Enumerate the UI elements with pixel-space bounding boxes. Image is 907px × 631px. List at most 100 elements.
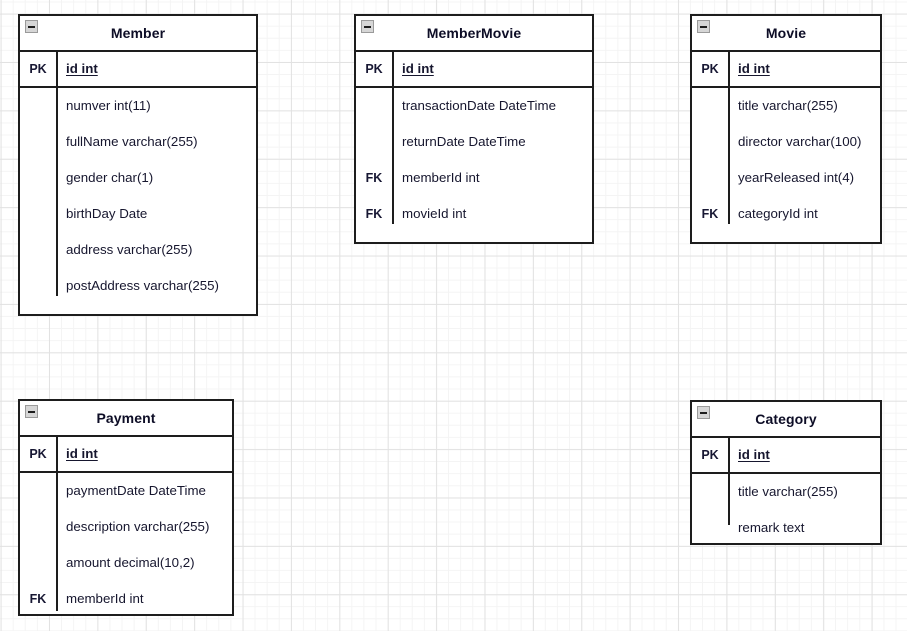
attribute-row[interactable]: director varchar(100) xyxy=(692,124,880,160)
entity-header-membermovie[interactable]: MemberMovie xyxy=(356,16,592,52)
collapse-minus-icon[interactable] xyxy=(697,20,710,33)
entity-title: Movie xyxy=(765,25,807,41)
attribute-row[interactable]: returnDate DateTime xyxy=(356,124,592,160)
pk-field-name: id int xyxy=(402,61,434,77)
attribute-name: amount decimal(10,2) xyxy=(66,555,195,571)
fk-badge: FK xyxy=(365,171,383,185)
entity-title: MemberMovie xyxy=(426,25,522,41)
attribute-row[interactable]: transactionDate DateTime xyxy=(356,88,592,124)
pk-field-name: id int xyxy=(66,61,98,77)
pk-column-divider xyxy=(56,52,58,86)
attribute-column-divider xyxy=(56,88,58,296)
minus-bar xyxy=(28,25,35,28)
attribute-row[interactable]: amount decimal(10,2) xyxy=(20,545,232,581)
primary-key-row-membermovie[interactable]: PK id int xyxy=(356,52,592,88)
attribute-row[interactable]: gender char(1) xyxy=(20,160,256,196)
attribute-row[interactable]: yearReleased int(4) xyxy=(692,160,880,196)
pk-badge-label: PK xyxy=(29,61,47,76)
pk-field-name: id int xyxy=(66,446,98,462)
collapse-minus-icon[interactable] xyxy=(25,405,38,418)
attribute-name: title varchar(255) xyxy=(738,484,838,500)
entity-header-movie[interactable]: Movie xyxy=(692,16,880,52)
entity-title: Category xyxy=(755,411,817,427)
primary-key-row-category[interactable]: PK id int xyxy=(692,438,880,474)
minus-bar xyxy=(364,25,371,28)
attribute-column-divider xyxy=(56,473,58,611)
entity-header-category[interactable]: Category xyxy=(692,402,880,438)
attribute-name: memberId int xyxy=(66,591,144,607)
attribute-column-divider xyxy=(728,474,730,525)
attribute-name: transactionDate DateTime xyxy=(402,98,556,114)
primary-key-row-payment[interactable]: PK id int xyxy=(20,437,232,473)
attribute-list-payment: paymentDate DateTime description varchar(… xyxy=(20,473,232,614)
attribute-name: memberId int xyxy=(402,170,480,186)
pk-field-name: id int xyxy=(738,61,770,77)
attribute-name: postAddress varchar(255) xyxy=(66,278,219,294)
attribute-row[interactable]: FK categoryId int xyxy=(692,196,880,232)
attribute-row[interactable]: description varchar(255) xyxy=(20,509,232,545)
attribute-name: movieId int xyxy=(402,206,467,222)
pk-badge: PK xyxy=(356,52,392,86)
attribute-row[interactable]: title varchar(255) xyxy=(692,88,880,124)
attribute-name: title varchar(255) xyxy=(738,98,838,114)
attribute-name: remark text xyxy=(738,520,805,536)
pk-column-divider xyxy=(56,437,58,471)
attribute-row[interactable]: title varchar(255) xyxy=(692,474,880,510)
entity-header-member[interactable]: Member xyxy=(20,16,256,52)
pk-badge: PK xyxy=(20,52,56,86)
attribute-name: paymentDate DateTime xyxy=(66,483,206,499)
attribute-row[interactable]: remark text xyxy=(692,510,880,543)
primary-key-row-movie[interactable]: PK id int xyxy=(692,52,880,88)
attribute-row[interactable]: fullName varchar(255) xyxy=(20,124,256,160)
attribute-row[interactable]: birthDay Date xyxy=(20,196,256,232)
attribute-name: description varchar(255) xyxy=(66,519,210,535)
attribute-row[interactable]: FK movieId int xyxy=(356,196,592,232)
pk-column-divider xyxy=(392,52,394,86)
attribute-row[interactable]: numver int(11) xyxy=(20,88,256,124)
pk-badge: PK xyxy=(692,52,728,86)
pk-badge: PK xyxy=(692,438,728,472)
pk-badge-label: PK xyxy=(365,61,383,76)
attribute-row[interactable]: postAddress varchar(255) xyxy=(20,268,256,304)
entity-header-payment[interactable]: Payment xyxy=(20,401,232,437)
pk-badge-label: PK xyxy=(701,447,719,462)
attribute-list-category: title varchar(255) remark text xyxy=(692,474,880,543)
attribute-name: gender char(1) xyxy=(66,170,154,186)
attribute-list-member: numver int(11) fullName varchar(255) gende… xyxy=(20,88,256,314)
minus-bar xyxy=(700,411,707,414)
pk-badge: PK xyxy=(20,437,56,471)
attribute-name: numver int(11) xyxy=(66,98,151,114)
attribute-name: fullName varchar(255) xyxy=(66,134,198,150)
attribute-row[interactable]: paymentDate DateTime xyxy=(20,473,232,509)
entity-title: Payment xyxy=(96,410,156,426)
pk-field-name: id int xyxy=(738,447,770,463)
attribute-row[interactable]: FK memberId int xyxy=(356,160,592,196)
attribute-name: yearReleased int(4) xyxy=(738,170,855,186)
collapse-minus-icon[interactable] xyxy=(361,20,374,33)
attribute-name: categoryId int xyxy=(738,206,818,222)
minus-bar xyxy=(700,25,707,28)
fk-badge: FK xyxy=(365,207,383,221)
collapse-minus-icon[interactable] xyxy=(697,406,710,419)
attribute-column-divider xyxy=(728,88,730,224)
primary-key-row-member[interactable]: PK id int xyxy=(20,52,256,88)
attribute-list-movie: title varchar(255) director varchar(100) y… xyxy=(692,88,880,242)
attribute-name: director varchar(100) xyxy=(738,134,862,150)
pk-column-divider xyxy=(728,438,730,472)
attribute-row[interactable]: FK memberId int xyxy=(20,581,232,614)
fk-badge: FK xyxy=(701,207,719,221)
attribute-name: returnDate DateTime xyxy=(402,134,526,150)
collapse-minus-icon[interactable] xyxy=(25,20,38,33)
attribute-list-membermovie: transactionDate DateTime returnDate DateT… xyxy=(356,88,592,242)
pk-column-divider xyxy=(728,52,730,86)
attribute-row[interactable]: address varchar(255) xyxy=(20,232,256,268)
fk-badge: FK xyxy=(29,592,47,606)
minus-bar xyxy=(28,410,35,413)
pk-badge-label: PK xyxy=(701,61,719,76)
